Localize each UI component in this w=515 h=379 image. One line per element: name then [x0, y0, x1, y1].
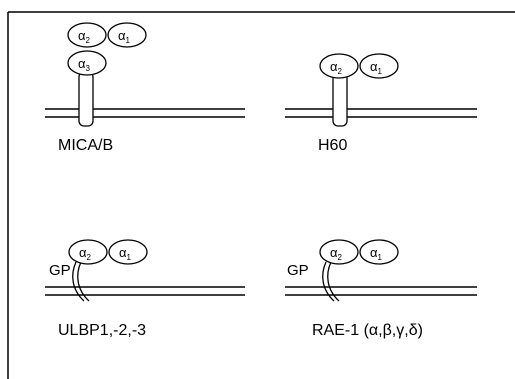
- panel-mica: α3 α2 α1 MICA/B: [45, 22, 245, 154]
- svg-text:α2: α2: [330, 59, 343, 76]
- svg-text:α3: α3: [78, 56, 91, 73]
- domain-alpha1: α1: [107, 22, 147, 48]
- svg-text:α1: α1: [119, 245, 132, 262]
- caption-ulbp: ULBP1,-2,-3: [58, 322, 146, 339]
- svg-text:α1: α1: [370, 245, 383, 262]
- panel-rae1: GP α2 α1 RAE-1 (α,β,γ,δ): [285, 239, 477, 339]
- svg-text:α1: α1: [118, 28, 131, 45]
- svg-text:α2: α2: [78, 28, 91, 45]
- gpi-anchor: [322, 261, 335, 302]
- gpi-anchor: [77, 261, 90, 302]
- svg-text:α1: α1: [370, 59, 383, 76]
- svg-text:α2: α2: [330, 245, 343, 262]
- gpi-anchor: [327, 261, 340, 302]
- domain-alpha1: α1: [359, 239, 399, 265]
- domain-alpha2: α2: [319, 53, 359, 79]
- gp-label: GP: [287, 262, 309, 279]
- caption-rae1: RAE-1 (α,β,γ,δ): [312, 322, 423, 339]
- domain-alpha2: α2: [67, 22, 107, 48]
- domain-alpha3: α3: [67, 50, 107, 76]
- domain-alpha2: α2: [68, 239, 108, 265]
- panel-ulbp: GP α2 α1 ULBP1,-2,-3: [45, 239, 245, 339]
- gp-label: GP: [49, 262, 71, 279]
- gpi-anchor: [72, 261, 85, 302]
- domain-alpha1: α1: [108, 239, 148, 265]
- transmembrane-stalk: [78, 71, 94, 127]
- domain-alpha1: α1: [359, 53, 399, 79]
- caption-mica: MICA/B: [58, 137, 113, 154]
- domain-alpha2: α2: [319, 239, 359, 265]
- panel-h60: α2 α1 H60: [285, 53, 477, 154]
- caption-h60: H60: [318, 137, 347, 154]
- transmembrane-stalk: [332, 71, 348, 127]
- svg-text:α2: α2: [79, 245, 92, 262]
